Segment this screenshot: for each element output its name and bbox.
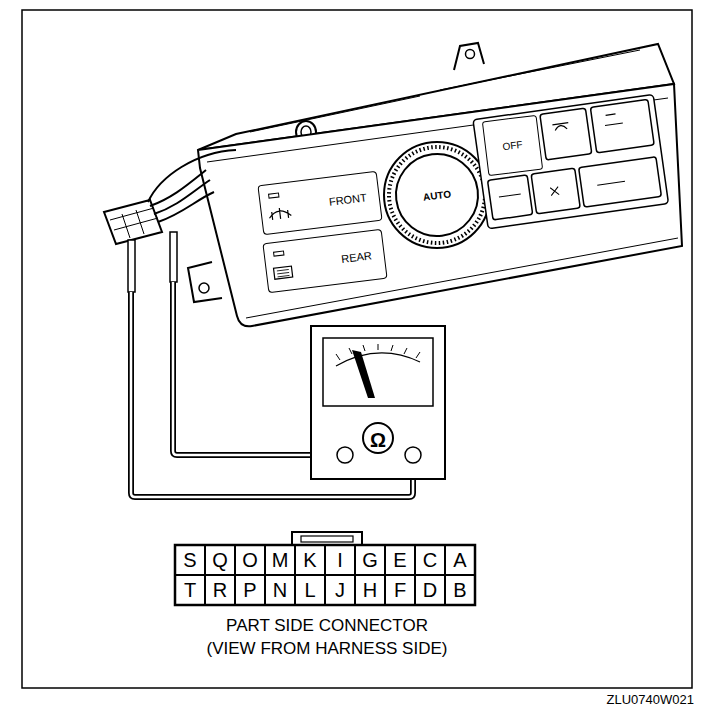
pin-cell: E [385,545,415,575]
pin-cell: T [175,575,205,605]
pin-cell-text: C [423,549,437,571]
test-probe [170,232,177,282]
pin-cell-text: N [273,579,287,601]
meter-terminal [337,447,353,463]
frame [22,10,692,688]
mount-ear [188,262,222,302]
connector-lock [292,532,362,545]
pin-cell: H [355,575,385,605]
pin-cell-text: E [393,549,406,571]
pin-cell: L [295,575,325,605]
pin-cell-text: I [337,549,343,571]
meter-display [323,338,433,406]
pin-cell-text: M [272,549,289,571]
pin-cell: S [175,545,205,575]
pin-cell: Q [205,545,235,575]
range-circle [363,423,393,453]
pin-cell-text: P [243,579,256,601]
pin-cell: G [355,545,385,575]
pin-cell-text: G [362,549,378,571]
test-probe [128,240,135,292]
connector-detail [110,208,158,238]
pin-cell: N [265,575,295,605]
connector-outline [175,545,475,605]
pin-cell: K [295,545,325,575]
panel-face [198,84,682,326]
ohmmeter: Ω [310,325,446,480]
rear-icon [272,250,293,279]
pin-cell: R [205,575,235,605]
pin-cell-text: J [335,579,345,601]
front-icon [267,192,292,220]
figure-code: ZLU0740W021 [560,692,694,708]
pin-cell-text: H [363,579,377,601]
meter-ticks [336,344,420,360]
pin-cell: P [235,575,265,605]
connector-caption: PART SIDE CONNECTOR (VIEW FROM HARNESS S… [202,614,452,660]
mount-hole [199,283,209,293]
auto-knob-text: AUTO [422,188,451,202]
off-button-text: OFF [502,139,523,152]
pin-cell: C [415,545,445,575]
auto-knob: AUTO [390,148,484,242]
mount-tab [454,43,484,70]
defrost-button: REAR [262,229,387,293]
off-button: OFF [482,115,543,176]
pin-cell: M [265,545,295,575]
meter-ground [311,326,445,479]
pin-cell: D [415,575,445,605]
connector-lock [301,536,353,542]
defrost-button-text: REAR [341,249,373,265]
meter-needle [352,350,375,398]
defrost-button-text: FRONT [328,191,367,208]
defrost-button: FRONT [257,171,382,235]
pin-cell-text: K [303,549,316,571]
pin-cell-text: F [394,579,406,601]
pin-cell-text: R [213,579,227,601]
pin-cell-text: T [184,579,196,601]
pin-cell: O [235,545,265,575]
pin-cell-text: L [304,579,315,601]
knob-ring [384,142,490,248]
ohmmeter-text: Ω [370,428,386,452]
harness-wires [148,150,236,222]
pin-cell-text: A [453,549,466,571]
panel-bezel [246,238,678,318]
button-cluster [473,94,669,228]
pin-cell: I [325,545,355,575]
mount-hole [466,50,475,59]
pin-cell: B [445,575,475,605]
meter-terminal [405,447,421,463]
pin-cell-text: O [242,549,258,571]
knob-knurl [389,147,485,243]
pin-cell-text: Q [212,549,228,571]
harness-connector [104,200,162,244]
meter-scale [336,353,420,366]
pin-cell: J [325,575,355,605]
pin-cell: F [385,575,415,605]
pin-cell-text: D [423,579,437,601]
pin-cell-text: S [183,549,196,571]
pin-cell: A [445,545,475,575]
pin-cell-text: B [453,579,466,601]
